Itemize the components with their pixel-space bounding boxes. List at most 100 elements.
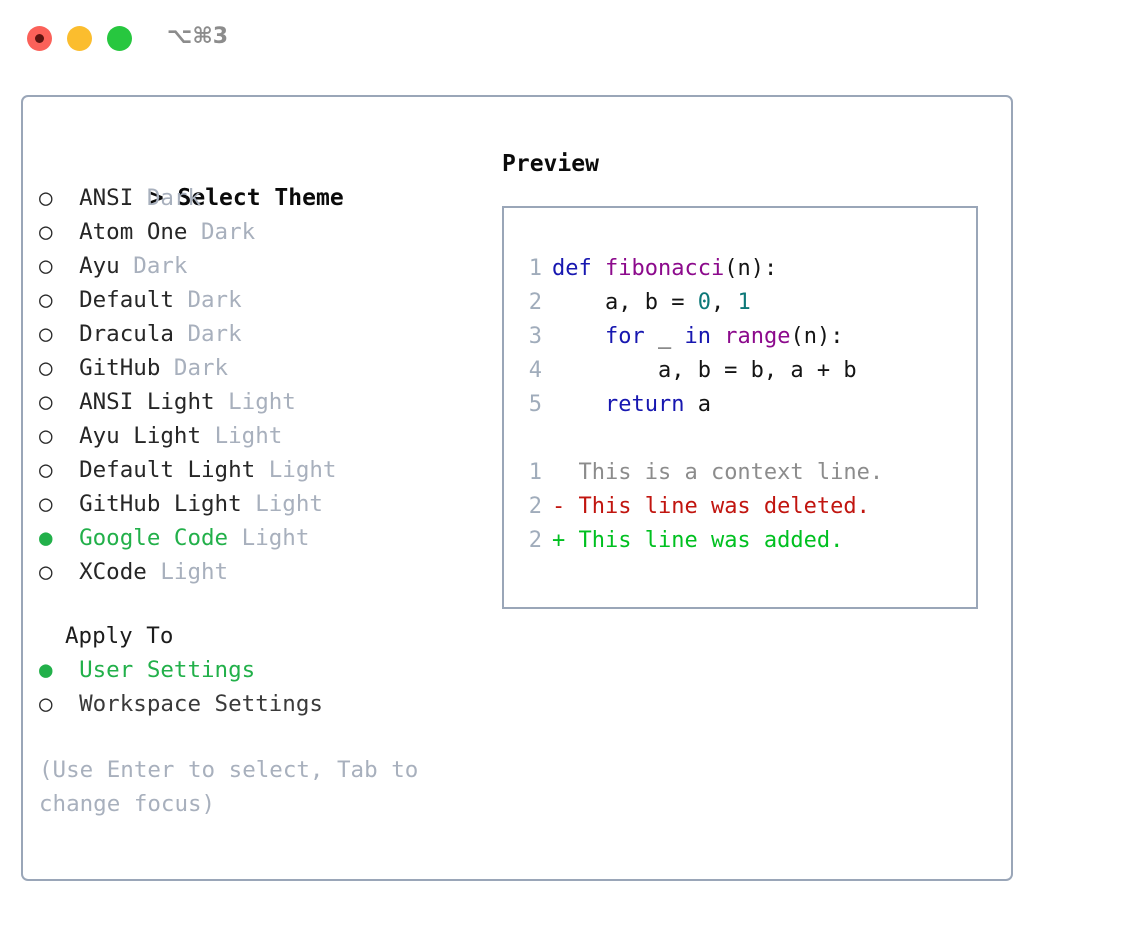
code-token-plain: _ [644,324,685,349]
code-token-plain [592,256,605,281]
radio-unselected-icon[interactable]: ○ [39,559,53,585]
theme-option-name: ANSI Light [79,389,215,415]
code-token-num: 1 [737,290,751,315]
theme-variant-tag: Dark [201,219,256,245]
radio-unselected-icon[interactable]: ○ [39,185,53,211]
main-content-panel: > Select Theme ○ ANSI Dark○ Atom One Dar… [21,95,1013,881]
code-token-plain: (n): [724,256,778,281]
line-number: 2 [528,528,542,553]
spacer [52,355,79,381]
code-line: 5 return a [520,388,976,422]
code-token-plain [552,324,605,349]
spacer [52,691,79,717]
code-token-kw: in [684,324,711,349]
code-token-kw: for [604,324,645,349]
radio-selected-icon[interactable]: ● [39,525,53,551]
keyboard-hint-text: (Use Enter to select, Tab to change focu… [39,757,419,817]
spacer [52,219,79,245]
theme-variant-tag: Light [241,525,310,551]
radio-unselected-icon[interactable]: ○ [39,491,53,517]
radio-unselected-icon[interactable]: ○ [39,355,53,381]
spacer [52,389,79,415]
radio-selected-icon[interactable]: ● [39,657,53,683]
spacer [52,321,79,347]
code-token-fn: fibonacci [605,256,725,281]
diff-marker: + [552,528,566,553]
code-token-plain: a, b = [552,290,698,315]
theme-option-default-light[interactable]: ○ Default Light Light [39,453,469,487]
spacer [52,253,79,279]
minimize-button-icon[interactable] [67,26,92,51]
theme-option-dracula[interactable]: ○ Dracula Dark [39,317,469,351]
theme-option-name: Atom One [79,219,188,245]
theme-option-default[interactable]: ○ Default Dark [39,283,469,317]
theme-option-name: Dracula [79,321,174,347]
radio-unselected-icon[interactable]: ○ [39,219,53,245]
radio-unselected-icon[interactable]: ○ [39,691,53,717]
keyboard-shortcut-label: ⌥⌘3 [167,24,229,49]
spacer [160,355,174,381]
line-number: 1 [528,460,542,485]
theme-option-ayu[interactable]: ○ Ayu Dark [39,249,469,283]
code-diff-spacer [520,422,976,456]
radio-unselected-icon[interactable]: ○ [39,287,53,313]
code-line: 4 a, b = b, a + b [520,354,976,388]
spacer [187,219,201,245]
spacer [52,491,79,517]
code-token-plain: , [710,290,738,315]
code-token-kw: return [604,392,685,417]
code-line: 3 for _ in range(n): [520,320,976,354]
spacer [52,287,79,313]
theme-option-ayu-light[interactable]: ○ Ayu Light Light [39,419,469,453]
line-number: 1 [528,256,542,281]
radio-unselected-icon[interactable]: ○ [39,423,53,449]
theme-variant-tag: Light [255,491,323,517]
radio-unselected-icon[interactable]: ○ [39,457,53,483]
radio-unselected-icon[interactable]: ○ [39,253,53,279]
spacer [255,457,269,483]
diff-marker: - [552,494,566,519]
theme-option-github-light[interactable]: ○ GitHub Light Light [39,487,469,521]
window-titlebar: ⌥⌘3 [0,0,1140,76]
apply-to-option-user-settings[interactable]: ● User Settings [39,653,469,687]
diff-text: This line was deleted. [565,494,870,519]
select-theme-heading: > Select Theme [39,147,469,211]
theme-option-ansi[interactable]: ○ ANSI Dark [39,181,469,215]
maximize-button-icon[interactable] [107,26,132,51]
radio-unselected-icon[interactable]: ○ [39,321,53,347]
code-token-plain: a, b = b, a + b [552,358,857,383]
theme-variant-tag: Dark [173,355,229,381]
spacer [52,185,79,211]
theme-variant-tag: Dark [146,185,202,211]
code-token-kw: def [552,256,592,281]
code-token-plain [552,392,605,417]
close-button-icon[interactable] [27,26,52,51]
theme-option-github[interactable]: ○ GitHub Dark [39,351,469,385]
theme-option-xcode[interactable]: ○ XCode Light [39,555,469,589]
radio-unselected-icon[interactable]: ○ [39,389,53,415]
theme-option-google-code[interactable]: ● Google Code Light [39,521,469,555]
spacer [174,287,188,313]
diff-line-del: 2- This line was deleted. [520,490,976,524]
theme-option-name: XCode [79,559,147,585]
theme-option-name: Ayu [79,253,120,279]
apply-to-option-workspace-settings[interactable]: ○ Workspace Settings [39,687,469,721]
line-number: 5 [528,392,542,417]
theme-option-name: Default Light [79,457,256,483]
theme-option-atom-one[interactable]: ○ Atom One Dark [39,215,469,249]
diff-line-ctx: 1 This is a context line. [520,456,976,490]
theme-option-name: Default [79,287,174,313]
theme-variant-tag: Light [268,457,337,483]
spacer [133,185,147,211]
theme-variant-tag: Light [160,559,229,585]
apply-to-option-label: User Settings [79,657,256,683]
line-number: 4 [528,358,542,383]
line-number: 3 [528,324,542,349]
theme-variant-tag: Dark [187,287,242,313]
theme-option-ansi-light[interactable]: ○ ANSI Light Light [39,385,469,419]
theme-variant-tag: Light [228,389,296,415]
